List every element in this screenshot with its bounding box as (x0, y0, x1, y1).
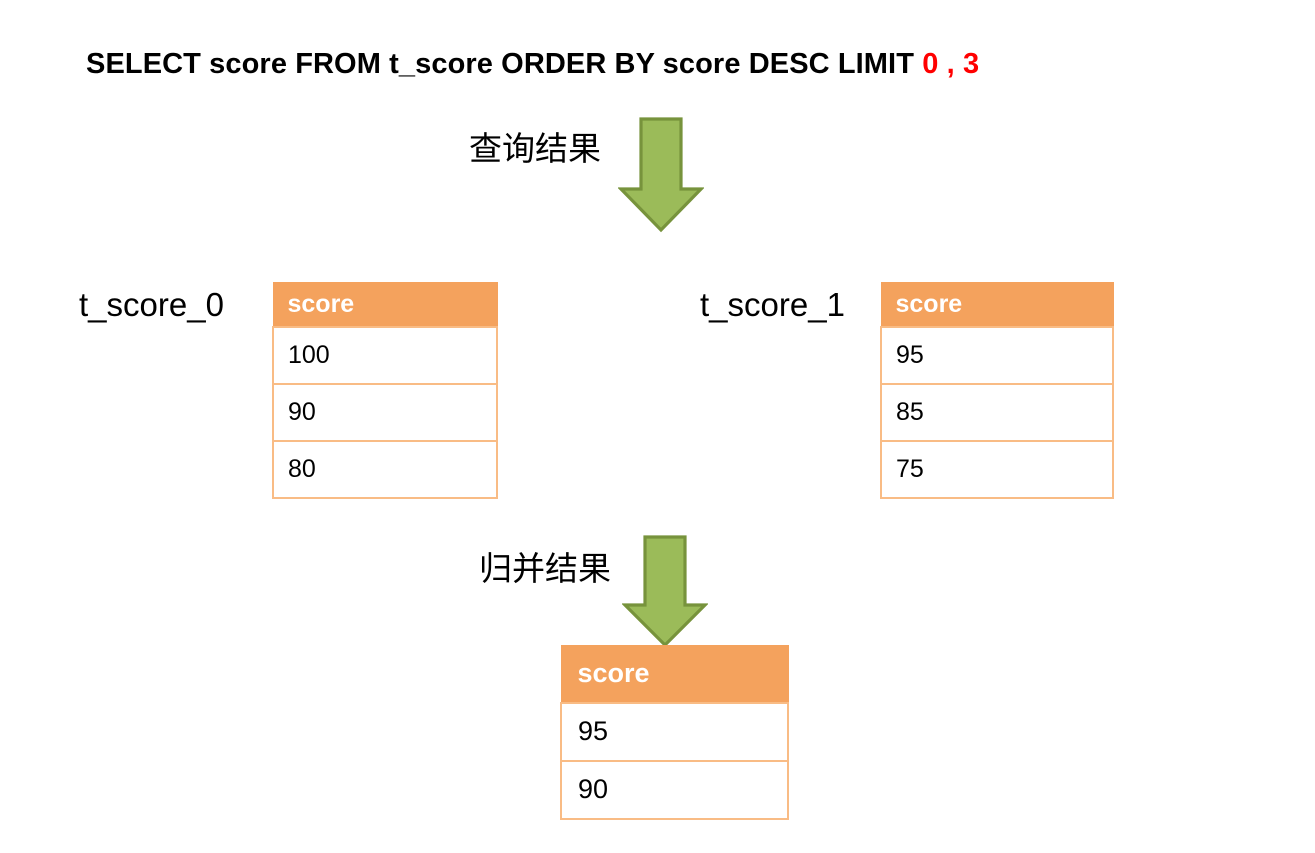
sql-limit-offset: 0 (922, 48, 939, 80)
merge-result-label: 归并结果 (479, 549, 611, 588)
shard-0-name: t_score_0 (79, 286, 224, 323)
cell-score: 95 (880, 325, 1114, 385)
shard-1-name: t_score_1 (700, 286, 845, 323)
merge-result-arrow (622, 535, 708, 648)
cell-score: 80 (272, 439, 498, 499)
column-header-score: score (272, 282, 498, 327)
table-row: 100 (272, 325, 498, 385)
query-result-arrow (618, 117, 704, 233)
cell-score: 75 (880, 439, 1114, 499)
table-header-row: score (272, 282, 498, 327)
table-row: 95 (880, 325, 1114, 385)
sql-statement-title: SELECT score FROM t_score ORDER BY score… (86, 44, 979, 84)
cell-score: 90 (272, 382, 498, 442)
table-header-row: score (880, 282, 1114, 327)
query-result-label: 查询结果 (469, 129, 601, 168)
table-row: 80 (272, 439, 498, 499)
sql-limit-separator: , (946, 48, 955, 80)
shard-1-table: score 95 85 75 (880, 282, 1114, 499)
sql-statement-prefix: SELECT score FROM t_score ORDER BY score… (86, 48, 915, 80)
table-row: 90 (272, 382, 498, 442)
column-header-score: score (880, 282, 1114, 327)
shard-0-table: score 100 90 80 (272, 282, 498, 499)
table-header-row: score (560, 645, 789, 703)
table-row: 90 (560, 759, 789, 820)
merged-result-table: score 95 90 (560, 645, 789, 820)
table-row: 95 (560, 701, 789, 762)
sql-limit-count: 3 (962, 48, 980, 80)
column-header-score: score (560, 645, 789, 703)
cell-score: 100 (272, 325, 498, 385)
cell-score: 90 (560, 759, 789, 820)
cell-score: 85 (880, 382, 1114, 442)
cell-score: 95 (560, 701, 789, 762)
table-row: 85 (880, 382, 1114, 442)
table-row: 75 (880, 439, 1114, 499)
